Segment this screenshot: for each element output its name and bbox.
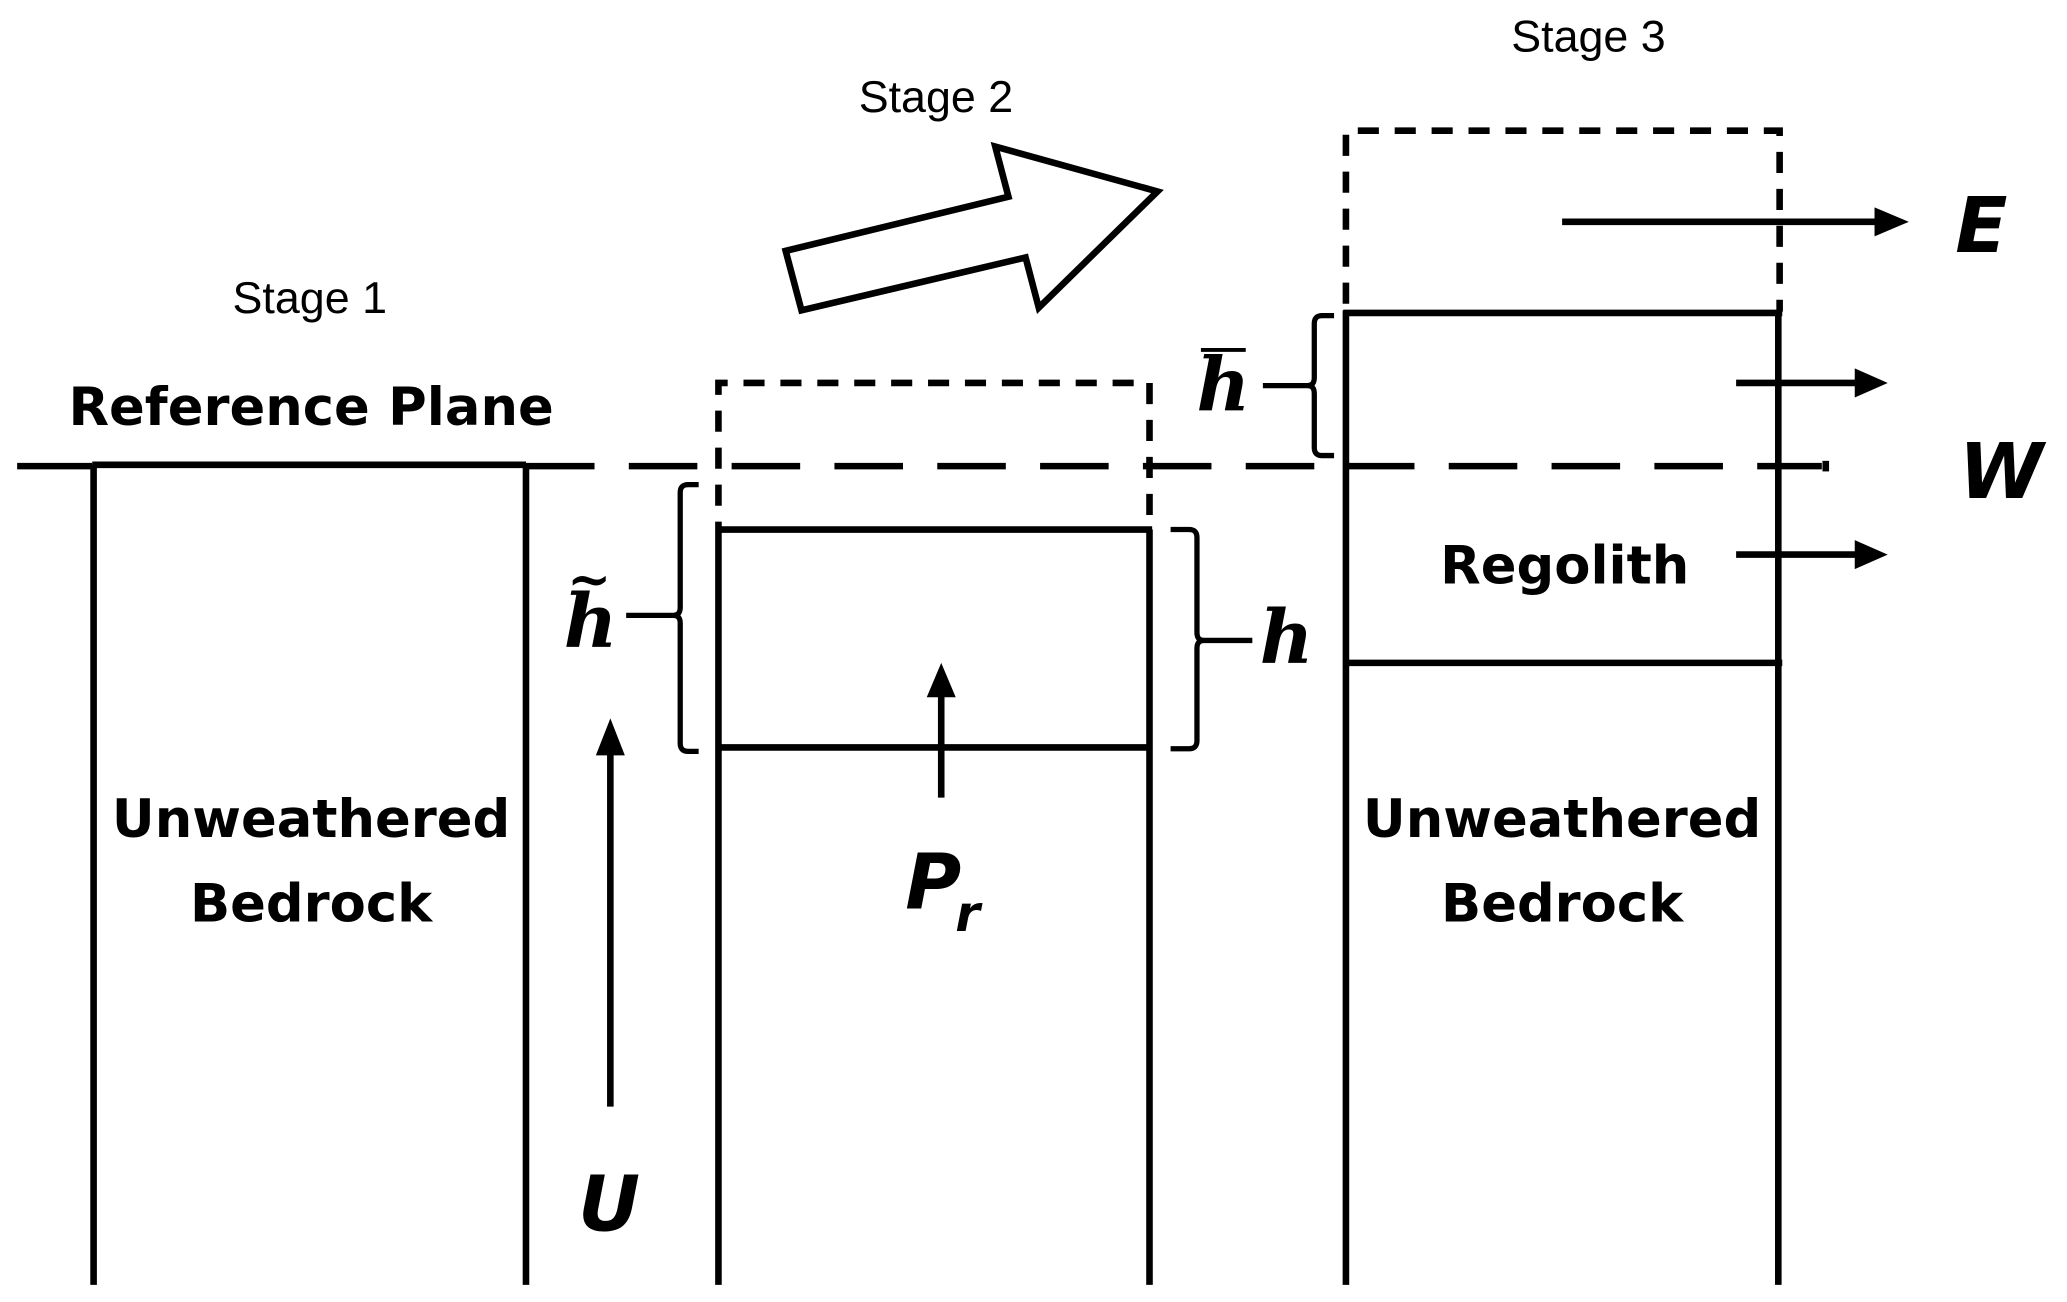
stage-1-column bbox=[90, 464, 530, 1285]
production-arrow-icon bbox=[926, 662, 956, 798]
stage-2-column bbox=[715, 379, 1153, 1285]
h-tilde-label: h bbox=[564, 579, 618, 665]
reference-plane-label: Reference Plane bbox=[68, 377, 553, 438]
uplift-label: U bbox=[578, 1161, 640, 1250]
stage-3-initial-surface-outline bbox=[1342, 127, 1783, 312]
production-label: P bbox=[905, 838, 961, 927]
erosion-arrow-icon bbox=[1562, 207, 1909, 237]
h-tilde-mark: ~ bbox=[567, 548, 611, 610]
stage-1-bedrock-label-line2: Bedrock bbox=[190, 874, 434, 935]
stage-3-bedrock-label-line1: Unweathered bbox=[1363, 789, 1761, 850]
weathering-arrow-lower-icon bbox=[1736, 540, 1888, 570]
weathering-arrow-upper-icon bbox=[1736, 368, 1888, 398]
regolith-label: Regolith bbox=[1440, 536, 1689, 597]
stage-3-column bbox=[1342, 127, 1783, 1285]
stage-2-initial-regolith-outline bbox=[715, 379, 1153, 529]
weathering-label: W bbox=[1959, 428, 2047, 517]
h-bracket bbox=[1170, 526, 1253, 752]
reference-plane-line bbox=[17, 460, 1830, 472]
production-subscript: r bbox=[955, 884, 983, 943]
h-bar-label: h bbox=[1196, 343, 1250, 429]
stage-1-bedrock-label-line1: Unweathered bbox=[112, 789, 510, 850]
stage-transition-arrow-icon bbox=[781, 141, 1164, 315]
h-tilde-bracket bbox=[626, 481, 699, 754]
erosion-label: E bbox=[1955, 182, 2007, 271]
h-bar-bracket bbox=[1262, 312, 1335, 459]
uplift-arrow-icon bbox=[595, 718, 625, 1107]
stage-2-title: Stage 2 bbox=[859, 71, 1013, 122]
stage-1-title: Stage 1 bbox=[233, 272, 387, 323]
h-label: h bbox=[1260, 595, 1314, 681]
stage-3-bedrock-label-line2: Bedrock bbox=[1441, 874, 1685, 935]
stage-3-title: Stage 3 bbox=[1511, 10, 1665, 61]
